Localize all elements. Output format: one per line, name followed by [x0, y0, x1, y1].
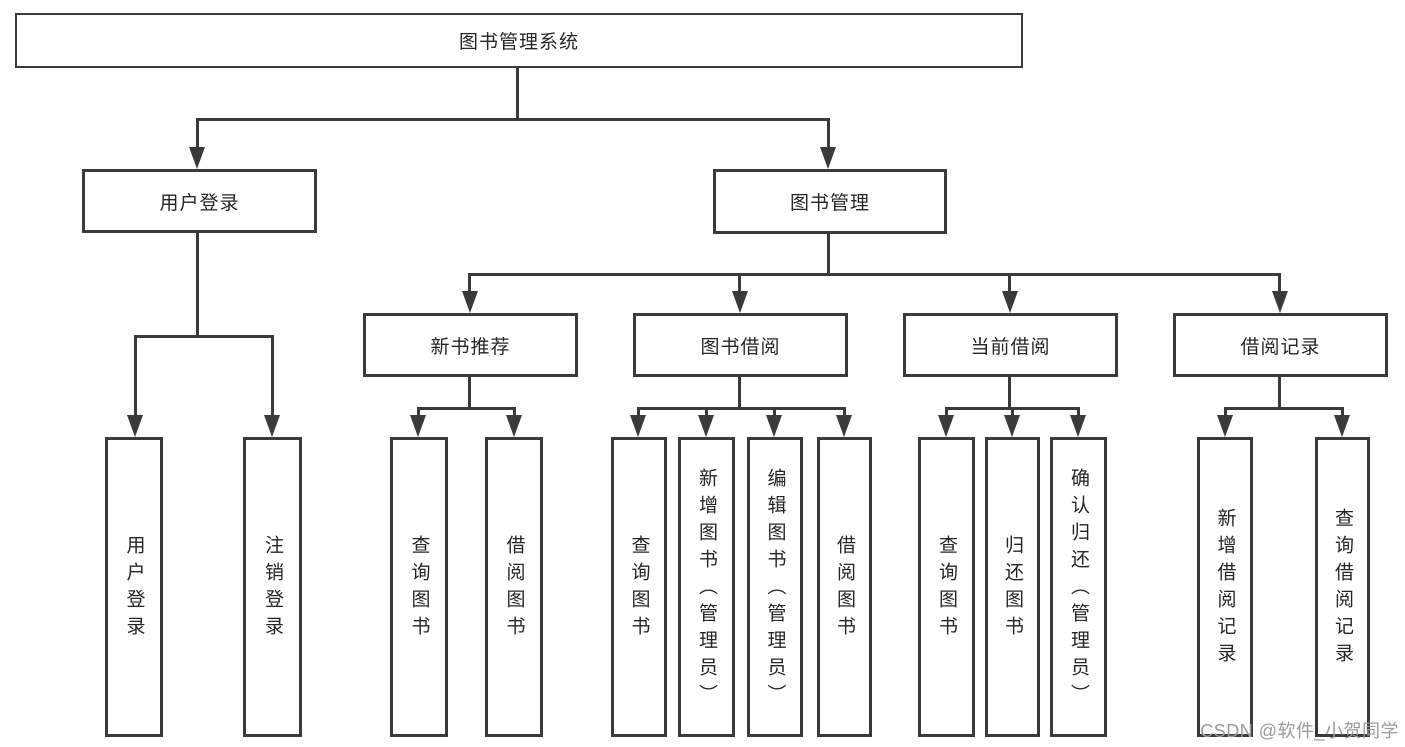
- arrow-down-icon: [732, 291, 748, 313]
- connector-root-stub: [516, 68, 519, 118]
- connector-new-book-bus: [417, 407, 516, 410]
- connector-leaf-shaft: [773, 407, 776, 421]
- connector-root-bus: [196, 118, 830, 121]
- arrow-down-icon: [264, 415, 280, 437]
- leaf-logout: 注销登录: [243, 437, 302, 737]
- node-current-borrow: 当前借阅: [903, 313, 1118, 377]
- arrow-down-icon: [938, 415, 954, 437]
- arrow-down-icon: [1217, 415, 1233, 437]
- node-user-login: 用户登录: [82, 169, 317, 233]
- connector-book-management-stub: [827, 234, 830, 276]
- arrow-down-icon: [127, 415, 143, 437]
- connector-leaf-shaft: [271, 335, 274, 421]
- arrow-down-icon: [820, 147, 836, 169]
- arrow-down-icon: [766, 415, 782, 437]
- connector-user-login-shaft: [196, 118, 199, 152]
- connector-leaf-shaft: [1077, 407, 1080, 421]
- node-root: 图书管理系统: [15, 13, 1023, 68]
- connector-borrow-records-stub: [1278, 377, 1281, 409]
- leaf-add-book-admin: 新增图书（管理员）: [678, 437, 735, 737]
- node-borrow-records: 借阅记录: [1173, 313, 1388, 377]
- connector-book-borrow-shaft: [738, 273, 741, 295]
- node-book-borrow: 图书借阅: [633, 313, 848, 377]
- leaf-confirm-return-admin: 确认归还（管理员）: [1050, 437, 1107, 737]
- connector-leaf-shaft: [705, 407, 708, 421]
- leaf-borrow-book-recommend: 借阅图书: [485, 437, 543, 737]
- connector-leaf-shaft: [513, 407, 516, 421]
- connector-borrow-records-bus: [1224, 407, 1344, 410]
- arrow-down-icon: [462, 291, 478, 313]
- arrow-down-icon: [1004, 415, 1020, 437]
- connector-borrow-records-shaft: [1278, 273, 1281, 295]
- arrow-down-icon: [1272, 291, 1288, 313]
- leaf-query-book-recommend: 查询图书: [390, 437, 448, 737]
- connector-level3-bus: [468, 273, 1281, 276]
- node-new-book-recommend: 新书推荐: [363, 313, 578, 377]
- arrow-down-icon: [410, 415, 426, 437]
- connector-current-borrow-stub: [1008, 377, 1011, 409]
- connector-leaf-shaft: [945, 407, 948, 421]
- connector-book-borrow-stub: [738, 377, 741, 409]
- leaf-user-login: 用户登录: [105, 437, 163, 737]
- connector-user-login-stub: [196, 233, 199, 338]
- connector-leaf-shaft: [134, 335, 137, 421]
- connector-book-borrow-bus: [637, 407, 846, 410]
- arrow-down-icon: [1070, 415, 1086, 437]
- arrow-down-icon: [630, 415, 646, 437]
- connector-leaf-shaft: [843, 407, 846, 421]
- connector-leaf-shaft: [637, 407, 640, 421]
- connector-user-login-bus: [134, 335, 274, 338]
- arrow-down-icon: [189, 147, 205, 169]
- leaf-borrow-book: 借阅图书: [817, 437, 872, 737]
- arrow-down-icon: [1334, 415, 1350, 437]
- node-book-management: 图书管理: [713, 169, 947, 234]
- arrow-down-icon: [1002, 291, 1018, 313]
- connector-leaf-shaft: [417, 407, 420, 421]
- leaf-edit-book-admin: 编辑图书（管理员）: [747, 437, 803, 737]
- leaf-query-book-current: 查询图书: [918, 437, 975, 737]
- connector-new-book-shaft: [468, 273, 471, 295]
- connector-leaf-shaft: [1224, 407, 1227, 421]
- arrow-down-icon: [698, 415, 714, 437]
- leaf-return-book: 归还图书: [985, 437, 1040, 737]
- connector-book-management-shaft: [827, 118, 830, 152]
- csdn-watermark: CSDN @软件_小贺同学: [1200, 721, 1399, 741]
- leaf-query-borrow-record: 查询借阅记录: [1315, 437, 1370, 737]
- connector-new-book-stub: [468, 377, 471, 409]
- connector-leaf-shaft: [1341, 407, 1344, 421]
- leaf-add-borrow-record: 新增借阅记录: [1197, 437, 1253, 737]
- arrow-down-icon: [836, 415, 852, 437]
- connector-leaf-shaft: [1011, 407, 1014, 421]
- connector-current-borrow-shaft: [1008, 273, 1011, 295]
- leaf-query-book-borrow: 查询图书: [611, 437, 667, 737]
- arrow-down-icon: [506, 415, 522, 437]
